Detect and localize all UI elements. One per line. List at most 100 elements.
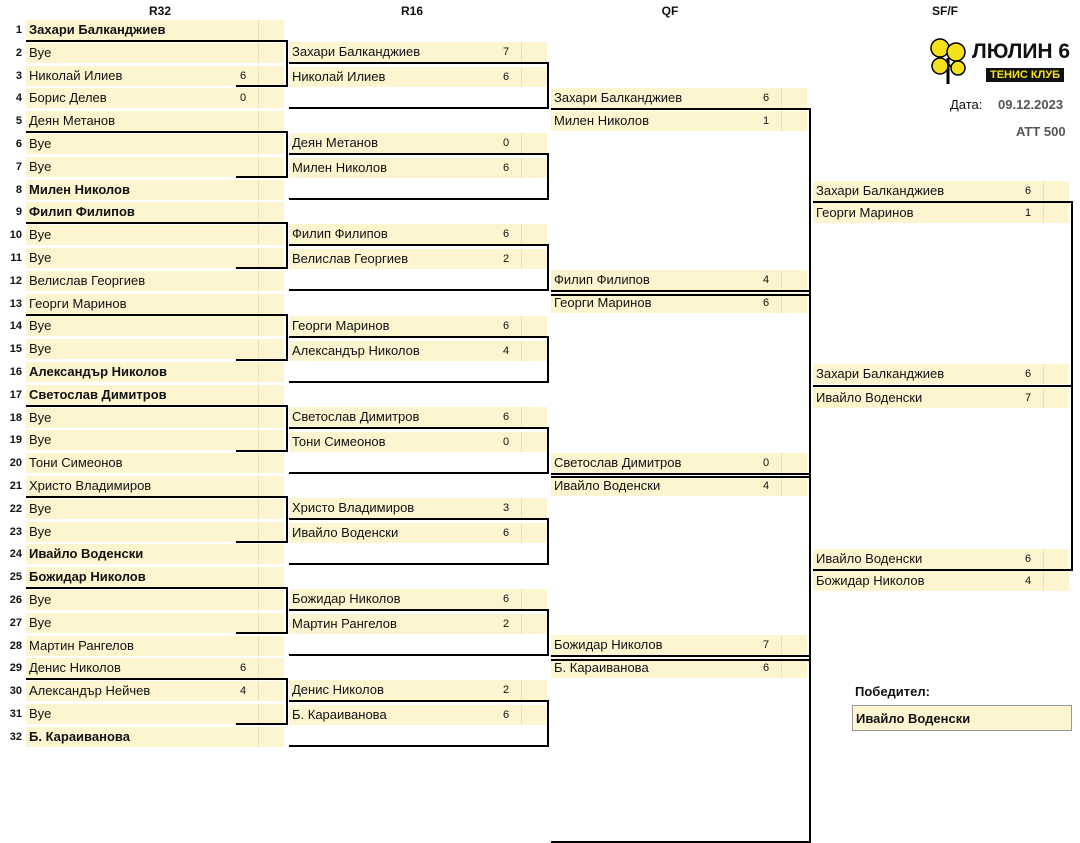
seed-number: 17 — [9, 389, 22, 401]
r16-entry-name: Христо Владимиров — [289, 498, 499, 518]
tournament-bracket: R32 R16 QF SF/F ЛЮЛИН 6 ТЕНИС КЛУБ Дата:… — [9, 4, 1074, 843]
r16-entry-score: 6 — [499, 407, 521, 427]
bracket-line — [286, 587, 288, 634]
r32-entry-name: Bye — [26, 43, 236, 63]
seed-number: 15 — [9, 343, 22, 355]
bracket-line — [26, 496, 236, 498]
bracket-line — [236, 267, 288, 269]
r16-entry-name: Александър Николов — [289, 341, 499, 361]
bracket-line — [236, 40, 288, 42]
r32-entry-pad — [258, 681, 284, 701]
bracket-line — [809, 108, 811, 294]
r16-entry-name: Тони Симеонов — [289, 432, 499, 452]
winner-box: Ивайло Воденски — [852, 705, 1072, 731]
r32-entry-score: 6 — [236, 66, 258, 86]
r32-entry-pad — [258, 590, 284, 610]
bracket-line — [289, 472, 547, 474]
r32-entry-pad — [258, 248, 284, 268]
r32-entry-score — [236, 704, 258, 724]
seed-number: 7 — [15, 161, 22, 173]
r32-entry-pad — [258, 727, 284, 747]
qf-entry-name: Божидар Николов — [551, 635, 759, 655]
header-r16: R16 — [400, 4, 423, 18]
bracket-line — [551, 659, 811, 661]
sf-entry-pad — [1043, 203, 1069, 223]
sf-entry-score: 4 — [1021, 571, 1043, 591]
r32-entry-score — [236, 453, 258, 473]
r32-entry-pad — [258, 66, 284, 86]
r16-entry-score: 2 — [499, 614, 521, 634]
winner-label: Победител: — [855, 684, 930, 699]
r32-entry-name: Bye — [26, 134, 236, 154]
logo-title: ЛЮЛИН 6 — [972, 40, 1071, 63]
r32-entry-score — [236, 294, 258, 314]
r32-entry-pad — [258, 202, 284, 222]
bracket-line — [286, 678, 288, 725]
r32-entry-pad — [258, 658, 284, 678]
bracket-line — [813, 569, 1073, 571]
r32-entry-name: Георги Маринов — [26, 294, 236, 314]
seed-number: 14 — [9, 320, 22, 332]
bracket-line — [547, 336, 549, 383]
bracket-line — [289, 153, 547, 155]
r32-entry-pad — [258, 499, 284, 519]
bracket-line — [236, 496, 288, 498]
r32-entry-score — [236, 522, 258, 542]
bracket-line — [289, 518, 547, 520]
club-logo: ЛЮЛИН 6 ТЕНИС КЛУБ — [928, 36, 1074, 86]
sf-entry-pad — [1043, 549, 1069, 569]
r32-entry-score: 0 — [236, 88, 258, 108]
r32-entry-name: Захари Балканджиев — [26, 20, 236, 40]
r16-entry-score: 0 — [499, 133, 521, 153]
seed-number: 11 — [10, 252, 22, 264]
r32-entry-pad — [258, 453, 284, 473]
qf-entry-name: Филип Филипов — [551, 270, 759, 290]
r16-entry-score: 2 — [499, 680, 521, 700]
r32-entry-pad — [258, 180, 284, 200]
r32-entry-name: Мартин Рангелов — [26, 636, 236, 656]
r32-entry-name: Александър Нейчев — [26, 681, 236, 701]
bracket-line — [289, 107, 547, 109]
sf-entry-pad — [1043, 181, 1069, 201]
r16-entry-name: Деян Метанов — [289, 133, 499, 153]
r32-entry-pad — [258, 408, 284, 428]
bracket-line — [547, 518, 549, 565]
qf-entry-pad — [781, 476, 807, 496]
bracket-line — [236, 85, 288, 87]
r32-entry-name: Bye — [26, 499, 236, 519]
r16-entry-score: 6 — [499, 67, 521, 87]
bracket-line — [236, 450, 288, 452]
r32-entry-name: Б. Караиванова — [26, 727, 236, 747]
r32-entry-name: Bye — [26, 590, 236, 610]
r16-entry-pad — [521, 523, 547, 543]
seed-number: 18 — [9, 412, 22, 424]
bracket-line — [236, 176, 288, 178]
qf-entry-pad — [781, 270, 807, 290]
qf-entry-pad — [781, 635, 807, 655]
qf-entry-name: Ивайло Воденски — [551, 476, 759, 496]
bracket-line — [551, 294, 811, 296]
r32-entry-score — [236, 362, 258, 382]
sf-entry-name: Георги Маринов — [813, 203, 1021, 223]
r16-entry-pad — [521, 432, 547, 452]
r16-entry-score: 6 — [499, 705, 521, 725]
qf-entry-score: 4 — [759, 476, 781, 496]
final-entry-pad — [1043, 364, 1069, 384]
seed-number: 10 — [9, 229, 22, 241]
r16-entry-name: Светослав Димитров — [289, 407, 499, 427]
date-value: 09.12.2023 — [998, 97, 1064, 112]
qf-entry-pad — [781, 453, 807, 473]
seed-number: 25 — [9, 571, 22, 583]
bracket-line — [236, 723, 288, 725]
bracket-line — [813, 201, 1073, 203]
r32-entry-pad — [258, 385, 284, 405]
qf-entry-pad — [781, 293, 807, 313]
qf-entry-name: Светослав Димитров — [551, 453, 759, 473]
r32-entry-pad — [258, 134, 284, 154]
bracket-line — [809, 473, 811, 659]
r16-entry-pad — [521, 498, 547, 518]
bracket-line — [286, 131, 288, 178]
bracket-line — [551, 108, 811, 110]
bracket-line — [236, 359, 288, 361]
seed-number: 26 — [9, 594, 22, 606]
